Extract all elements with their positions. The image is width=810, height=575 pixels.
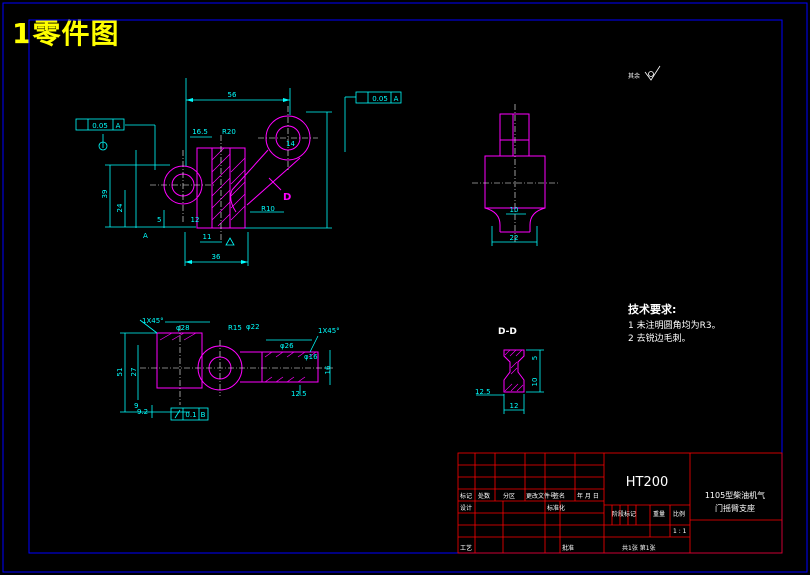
dim-diam-16: φ16: [304, 353, 318, 361]
side-view: [472, 104, 558, 246]
dim-16-right: 16: [324, 365, 332, 374]
side-view-top-block: [499, 113, 530, 157]
side-dim-10: 10: [510, 206, 519, 214]
tol-right-datum: A: [394, 95, 399, 103]
drawing-title: 1零件图: [12, 17, 120, 50]
tb-part-name-1: 1105型柴油机气: [705, 490, 765, 500]
top-view-labels: 56 16.5 R20 14 39 24 36 11 12 R10 5 A 0.…: [92, 91, 398, 261]
front-view: [120, 319, 335, 421]
tb-label-count: 处数: [478, 492, 490, 500]
section-label: D-D: [498, 327, 517, 337]
front-tol-datum: B: [201, 411, 206, 419]
section-mark-d: D: [283, 192, 291, 203]
section-profile: [503, 349, 525, 393]
dim-24: 24: [116, 203, 124, 212]
dim-36: 36: [212, 253, 221, 261]
tb-label-sign: 签名: [553, 492, 565, 500]
dim-chamfer-left: 1X45°: [142, 317, 164, 325]
tech-req-item-2: 2 去锐边毛刺。: [628, 332, 691, 344]
top-left-tolerance-frame: [75, 118, 125, 131]
section-view: [476, 349, 544, 414]
dim-9-2: 9.2: [137, 408, 148, 416]
front-left-block: [156, 332, 203, 389]
tb-label-design: 设计: [460, 504, 472, 512]
surface-note: 其余: [628, 65, 661, 81]
section-dim-10: 10: [531, 378, 539, 387]
tech-req-item-1: 1 未注明圆角均为R3。: [628, 319, 721, 331]
dim-12-5: 12.5: [291, 390, 307, 398]
roughness-icon: [644, 65, 661, 81]
dim-r20: R20: [222, 128, 236, 136]
dim-56: 56: [228, 91, 237, 99]
tb-label-weight: 重量: [653, 510, 665, 518]
side-dim-22: 22: [510, 234, 519, 242]
dim-r15: R15: [228, 324, 242, 332]
title-block: [457, 452, 783, 554]
dim-14: 14: [286, 140, 295, 148]
tb-label-mark: 标记: [460, 492, 472, 500]
section-dim-5: 5: [531, 356, 539, 360]
tb-label-date: 年 月 日: [577, 492, 599, 500]
dim-diam-28: φ28: [176, 324, 190, 332]
tol-left-datum: A: [116, 122, 121, 130]
dim-12: 12: [191, 216, 200, 224]
dim-51: 51: [116, 368, 124, 377]
top-view: [75, 78, 402, 266]
top-right-tolerance-frame: [355, 91, 402, 104]
front-view-labels: 1X45° φ28 R15 φ22 1X45° φ26 φ16 16 27 51…: [116, 317, 340, 419]
dim-chamfer-right: 1X45°: [318, 327, 340, 335]
dim-27: 27: [130, 368, 138, 377]
dim-16-5: 16.5: [192, 128, 208, 136]
tb-label-std: 标准化: [547, 504, 565, 512]
tol-left-value: 0.05: [92, 122, 108, 130]
datum-a: A: [143, 232, 148, 240]
front-tolerance-frame: [170, 407, 209, 421]
title-block-text: HT200 1105型柴油机气 门摇臂支座 标记 处数 分区 更改文件号 签名 …: [460, 475, 765, 552]
dim-diam-22: φ22: [246, 323, 260, 331]
tb-label-approve: 批准: [562, 544, 574, 552]
dim-r10: R10: [261, 205, 275, 213]
tech-req-heading: 技术要求:: [628, 302, 676, 316]
inner-frame: [28, 19, 783, 554]
dim-9-left: 9: [134, 402, 138, 410]
section-dim-12-5: 12.5: [475, 388, 491, 396]
tol-right-value: 0.05: [372, 95, 388, 103]
tb-label-scale: 比例: [673, 510, 685, 518]
top-view-arm: [230, 149, 301, 213]
tech-requirements: 技术要求: 1 未注明圆角均为R3。 2 去锐边毛刺。: [628, 302, 721, 344]
surface-note-text: 其余: [628, 72, 640, 80]
front-tol-value: 0.1: [185, 411, 196, 419]
tb-scale-value: 1 : 1: [673, 528, 687, 535]
tb-sheets: 共1张 第1张: [622, 544, 656, 552]
tb-label-zone: 分区: [503, 492, 515, 500]
tb-label-process: 工艺: [460, 544, 472, 552]
front-tolerance-symbol-icon: [174, 409, 181, 419]
dim-39: 39: [101, 190, 109, 199]
dim-diam-26: φ26: [280, 342, 294, 350]
tb-material: HT200: [626, 475, 669, 490]
tb-part-name-2: 门摇臂支座: [715, 503, 755, 513]
dim-5: 5: [157, 216, 161, 224]
dim-11: 11: [203, 233, 212, 241]
tb-label-doc: 更改文件号: [526, 492, 556, 500]
section-dim-12: 12: [510, 402, 519, 410]
tb-label-stage: 阶段标记: [612, 510, 636, 518]
